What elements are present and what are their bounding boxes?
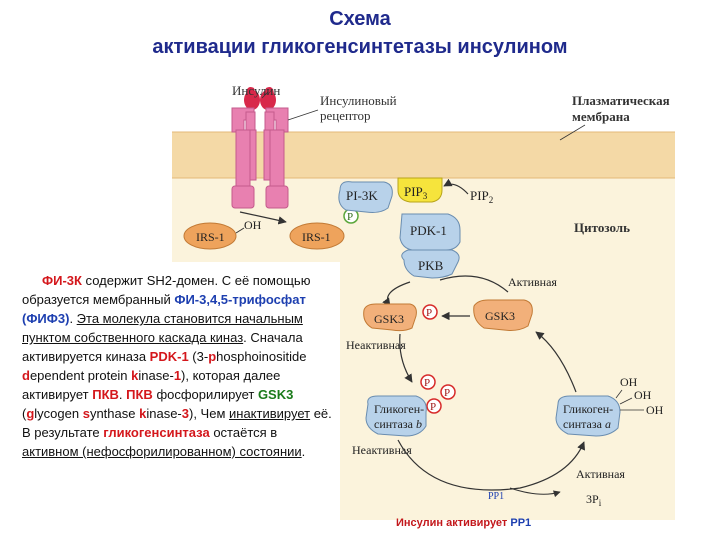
para-pkb-2: ПКВ xyxy=(126,387,153,402)
para-text-1: содержит SH2-домен. С её помощью образуе… xyxy=(22,273,311,307)
para-pdk1: PDK-1 xyxy=(149,349,189,364)
para-text-17: остаётся в xyxy=(209,425,278,440)
para-text-18: . xyxy=(301,444,306,459)
phosphate-gsk3-label: P xyxy=(426,307,432,319)
para-letter-p: p xyxy=(208,349,217,364)
para-text-15: ), Чем xyxy=(189,406,229,421)
pkb-enzyme xyxy=(401,249,460,279)
cytosol-label: Цитозоль xyxy=(574,220,630,235)
gs-a-line2: синтаза a xyxy=(563,417,611,431)
para-pkb-1: ПКВ xyxy=(92,387,119,402)
active-top-label: Активная xyxy=(508,275,557,289)
para-letter-d: d xyxy=(22,368,30,383)
insulin-molecule xyxy=(244,87,276,110)
membrane-label-line2: мембрана xyxy=(572,109,630,124)
phosphate-gs-1-label: P xyxy=(424,377,430,389)
para-text-10: фосфорилирует xyxy=(152,387,258,402)
oh-gs-2: OH xyxy=(634,388,652,402)
gsk3-left xyxy=(363,303,417,332)
footer-pp1: PP1 xyxy=(510,517,532,529)
irs1-left xyxy=(183,222,237,250)
para-text-13: ynthase xyxy=(89,406,140,421)
para-digit-1: 1 xyxy=(173,368,182,383)
para-letter-g: g xyxy=(26,406,35,421)
diagram-title-line2: активации гликогенсинтетазы инсулином xyxy=(152,36,568,58)
pip3-molecule xyxy=(397,177,443,203)
insulin-receptor xyxy=(231,107,289,209)
para-glycogen-synthase: гликогенсинтаза xyxy=(103,425,210,440)
gsk3-right-label: GSK3 xyxy=(485,309,515,323)
phosphate-gs-2-label: P xyxy=(444,387,450,399)
phosphate-irs1-label: P xyxy=(347,211,353,223)
footer-note: Инсулин активирует PP1 xyxy=(396,517,531,529)
para-text-4: (3- xyxy=(188,349,209,364)
para-text-9: . xyxy=(118,387,127,402)
para-letter-k: k xyxy=(131,368,139,383)
para-pip3: ФИ-3,4,5-трифосфат (ФИФ3) xyxy=(22,292,306,326)
para-text-12: lycogen xyxy=(34,406,83,421)
para-text-7: inase- xyxy=(138,368,174,383)
para-cascade: Эта молекула становится начальным пункто… xyxy=(22,311,303,345)
gsk3-left-label: GSK3 xyxy=(374,312,404,326)
insulin-label: Инсулин xyxy=(232,83,280,98)
pp1-label: PP1 xyxy=(488,491,504,502)
irs1-right-label: IRS-1 xyxy=(302,230,331,244)
irs1-left-label: IRS-1 xyxy=(196,230,225,244)
gs-b-line1: Гликоген- xyxy=(374,402,424,416)
para-text-11: ( xyxy=(22,406,27,421)
inactive-top-label: Неактивная xyxy=(346,338,406,352)
para-text-16: её. В результате xyxy=(22,406,332,440)
pi3k-label: PI-3K xyxy=(346,188,378,203)
membrane-label-line1: Плазматическая xyxy=(572,93,670,108)
glycogen-synthase-b xyxy=(365,395,427,437)
phosphate-gs-2 xyxy=(440,384,456,400)
para-text-2: . xyxy=(69,311,77,326)
pip2-label: PIP2 xyxy=(470,188,493,205)
para-digit-3: 3 xyxy=(181,406,189,421)
receptor-label-line1: Инсулиновый xyxy=(320,93,397,108)
gs-a-line1: Гликоген- xyxy=(563,402,613,416)
receptor-label-line2: рецептор xyxy=(320,108,370,123)
para-letter-s: s xyxy=(82,406,90,421)
para-pi3k: ФИ-3К xyxy=(42,273,82,288)
phosphate-gs-3 xyxy=(426,398,442,414)
pip3-label: PIP3 xyxy=(404,184,428,201)
phosphate-gs-1 xyxy=(420,374,436,390)
pi3k-enzyme xyxy=(338,181,393,213)
para-text-6: ependent protein xyxy=(29,368,132,383)
inactive-bottom-label: Неактивная xyxy=(352,443,412,457)
phosphate-gsk3 xyxy=(422,304,438,320)
footer-text: Инсулин активирует xyxy=(396,517,511,529)
para-gsk3: GSK3 xyxy=(257,387,294,402)
para-letter-k2: k xyxy=(139,406,147,421)
glycogen-synthase-a xyxy=(555,395,621,437)
gs-b-line2: синтаза b xyxy=(374,417,422,431)
para-active-state: активном (нефосфорилированном) состоянии xyxy=(22,444,302,459)
explanation-paragraph: ФИ-3К содержит SH2-домен. С её помощью о… xyxy=(22,271,332,461)
cytosol-area xyxy=(172,178,675,520)
para-inactivates: инактивирует xyxy=(229,406,311,421)
three-pi-label: 3Pi xyxy=(586,492,602,508)
pdk1-label: PDK-1 xyxy=(410,223,447,238)
para-text-8: ), которая далее активирует xyxy=(22,368,281,402)
oh-gs-1: OH xyxy=(620,375,638,389)
pkb-label: PKB xyxy=(418,258,444,273)
irs1-right xyxy=(289,222,345,250)
phosphate-gs-3-label: P xyxy=(430,401,436,413)
active-bottom-label: Активная xyxy=(576,467,625,481)
gsk3-right xyxy=(473,299,533,331)
oh-irs1-label: OH xyxy=(244,218,262,232)
oh-gs-3: OH xyxy=(646,403,664,417)
diagram-title-line1: Схема xyxy=(329,8,391,30)
para-text-14: inase- xyxy=(146,406,182,421)
para-text-3: . Сначала активируется киназа xyxy=(22,330,303,364)
pdk1-enzyme xyxy=(399,213,461,251)
para-text-5: hosphoinositide xyxy=(216,349,307,364)
